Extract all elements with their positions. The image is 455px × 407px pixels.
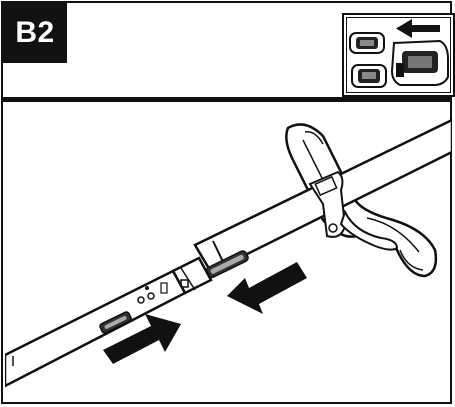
battery-top-icon <box>349 32 385 54</box>
assembly-scene <box>5 100 452 405</box>
battery-pack-inset-icon <box>342 13 455 97</box>
battery-inset-drawing <box>349 19 449 88</box>
clamp-icon <box>308 170 347 238</box>
arrow-right-icon <box>103 314 181 364</box>
inset-arrow-icon <box>396 19 440 38</box>
shaft-assembly-drawing <box>5 118 452 388</box>
arrow-left-icon <box>227 262 307 314</box>
handle-icon <box>339 209 399 251</box>
step-label: B2 <box>15 16 55 49</box>
inset-inner-border <box>346 17 451 93</box>
header-divider <box>3 97 450 102</box>
tool-head-icon <box>390 39 449 86</box>
step-badge: B2 <box>3 3 67 63</box>
battery-bottom-icon <box>351 64 387 88</box>
lower-shaft <box>5 269 187 388</box>
